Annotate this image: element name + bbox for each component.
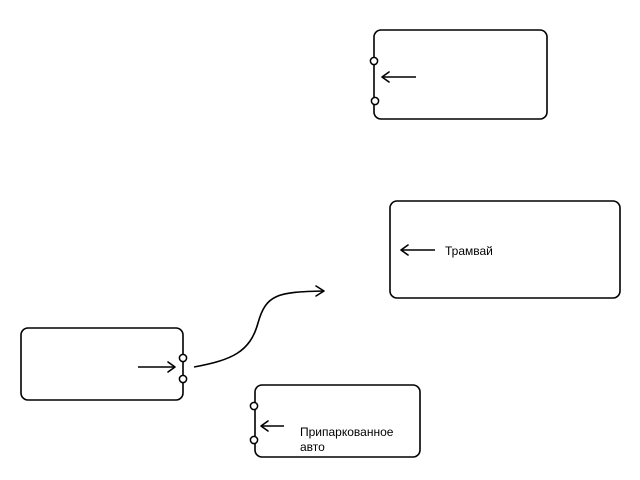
left-block-frame [20,327,184,401]
left-block[interactable] [20,327,188,401]
top-block-port-lower[interactable] [370,96,380,106]
top-block-input-arrow [381,71,416,83]
top-block-port-upper[interactable] [369,56,379,66]
parked-car-block-input-arrow [260,420,284,432]
parked-car-block-label-line2: авто [300,440,325,454]
tram-block-frame [389,200,621,299]
parked-car-block-label-line1: Припаркованное [300,425,394,439]
parked-car-block-port-lower[interactable] [249,435,259,445]
left-block-port-lower[interactable] [178,374,188,384]
parked-car-block-frame [254,384,421,458]
top-block-frame [373,29,548,120]
tram-block[interactable]: Трамвай [389,200,621,299]
curved-connector-arrow[interactable] [193,285,325,368]
left-block-port-upper[interactable] [178,353,188,363]
parked-car-block-port-upper[interactable] [249,401,259,411]
left-block-input-arrow [138,361,176,373]
tram-block-input-arrow [400,244,435,256]
parked-car-block[interactable]: Припаркованное авто [249,384,421,458]
top-block[interactable] [369,29,548,120]
tram-block-label: Трамвай [445,244,493,258]
